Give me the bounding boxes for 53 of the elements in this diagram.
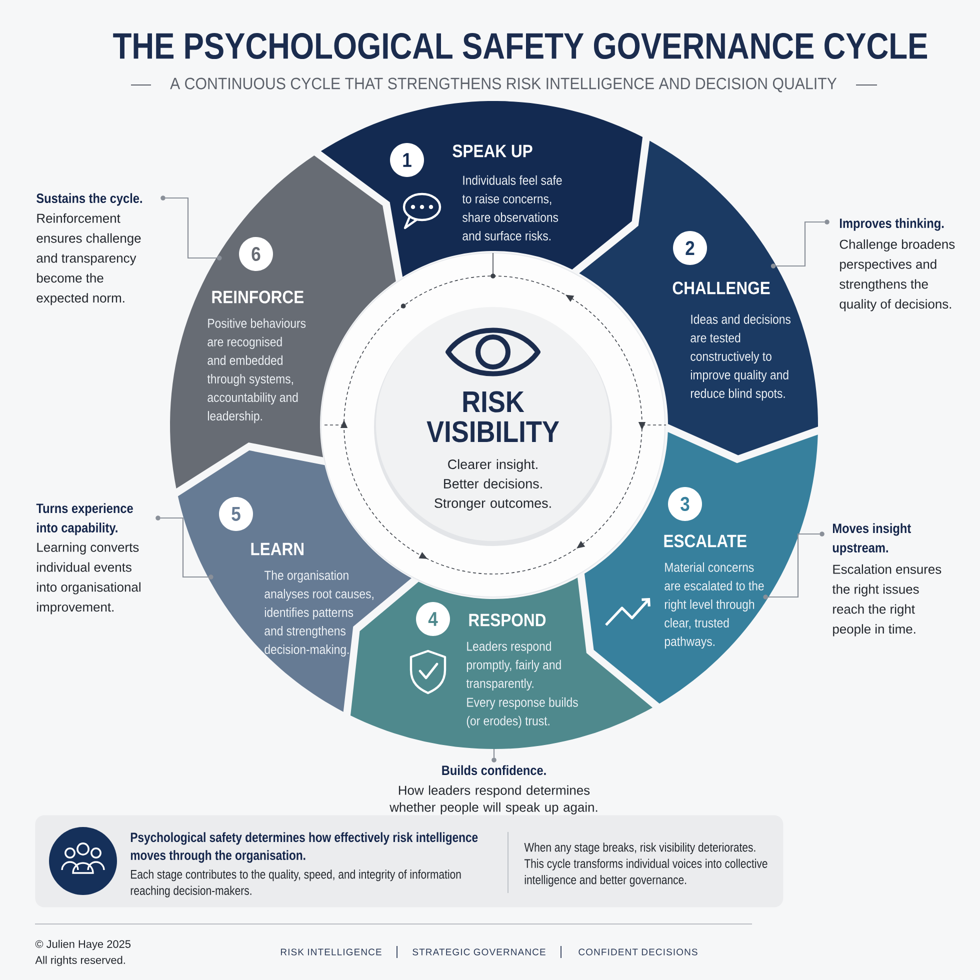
number-badge: 4	[416, 602, 450, 636]
leader-line	[160, 517, 208, 578]
cycle-segment	[178, 450, 412, 712]
stage-description: Individuals feel safe to raise concerns, share observations and surface risks.	[462, 175, 562, 240]
footer-text: STRATEGIC GOVERNANCE	[412, 948, 546, 956]
callout-heading: Moves insight upstream.	[832, 523, 911, 556]
stage-description: Material concerns are escalated to the right level through clear, trusted pathways.	[664, 562, 764, 649]
subtitle: A CONTINUOUS CYCLE THAT STRENGTHENS RISK INTELLIGENCE AND DECISION QUALITY	[170, 78, 837, 92]
number-badge: 6	[239, 237, 273, 271]
stage-title: ESCALATE	[664, 534, 746, 548]
cycle-segment	[320, 101, 643, 277]
stage-title: REINFORCE	[212, 290, 304, 304]
footer-text: CONFIDENT DECISIONS	[578, 948, 698, 956]
cycle-segment	[584, 432, 818, 704]
stage-title: RESPOND	[469, 614, 546, 626]
number-badge: 2	[673, 231, 707, 265]
panel-text: Each stage contributes to the quality, speed, and integrity of information reaching decision-makers.	[130, 870, 461, 898]
callout-heading: Improves thinking.	[840, 218, 944, 231]
stage-description: The organisation analyses root causes, identifies patterns and strengthens decision-making.	[264, 570, 374, 657]
stage-description: Every response builds (or erodes) trust.	[466, 697, 578, 728]
center-title: RISK VISIBILITY	[426, 391, 560, 442]
callout-text: Learning converts individual events into organisational improvement.	[37, 542, 140, 614]
stage-description: Positive behaviours are recognised and embedded through systems, accountability and leadership.	[207, 318, 306, 424]
callout-text: Reinforcement ensures challenge and transparency become the expected norm.	[36, 213, 141, 306]
callout-heading: Turns experience into capability.	[36, 503, 133, 536]
center-disc	[374, 307, 612, 546]
stage-description: Ideas and decisions are tested constructively to improve quality and reduce blind spots.	[690, 314, 790, 401]
copyright-text: All rights reserved.	[35, 956, 125, 966]
callout-text: Challenge broadens perspectives and strengthens the quality of decisions.	[840, 239, 955, 312]
leader-line	[776, 221, 825, 267]
info-panel	[35, 815, 784, 908]
leader-line	[493, 749, 495, 758]
leader-line	[165, 197, 217, 259]
title: THE PSYCHOLOGICAL SAFETY GOVERNANCE CYCLE	[113, 32, 928, 60]
copyright-text: © Julien Haye 2025	[35, 940, 131, 950]
leader-line	[768, 533, 820, 598]
panel-heading: Psychological safety determines how effectively risk intelligence moves through the organisation.	[130, 832, 478, 863]
callout-heading: Sustains the cycle.	[36, 193, 142, 206]
center-text: Clearer insight. Better decisions. Stronger outcomes.	[434, 459, 551, 511]
stage-title: SPEAK UP	[452, 144, 532, 158]
cycle-segment	[170, 155, 396, 488]
panel-text: When any stage breaks, risk visibility deteriorates. This cycle transforms individual voices into collective intelligence and better governance.	[524, 842, 768, 887]
stage-title: LEARN	[251, 542, 304, 556]
number-badge: 3	[668, 487, 702, 521]
callout-text: Escalation ensures the right issues reach the right people in time.	[832, 564, 942, 636]
number-badge: 5	[219, 497, 253, 531]
number-badge: 1	[390, 143, 424, 177]
stage-title: CHALLENGE	[672, 282, 770, 294]
callout-text: How leaders respond determines whether people will speak up again.	[390, 785, 598, 814]
cycle-segment	[579, 140, 818, 456]
callout-heading: Builds confidence.	[442, 765, 546, 776]
stage-description: Leaders respond promptly, fairly and transparently.	[466, 641, 561, 691]
footer-text: RISK INTELLIGENCE	[280, 948, 382, 956]
